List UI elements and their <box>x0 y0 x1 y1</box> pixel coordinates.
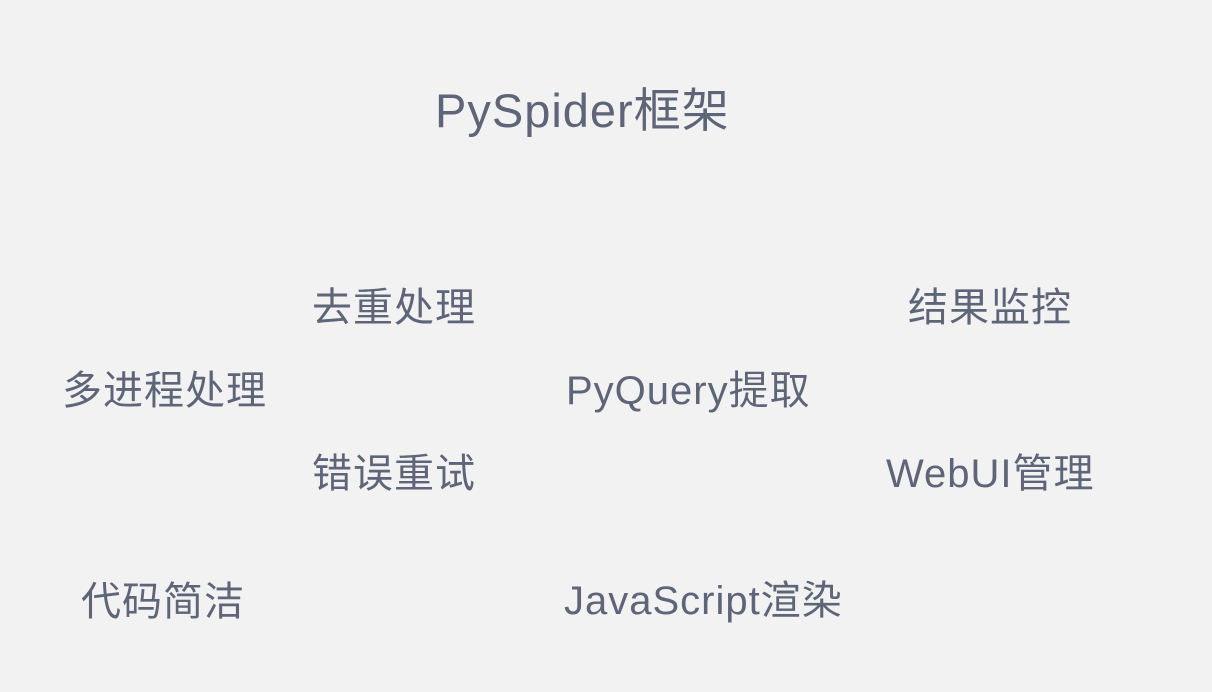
feature-label-result-monitor: 结果监控 <box>908 286 1072 330</box>
slide-title: PySpider框架 <box>435 84 730 137</box>
feature-label-error-retry: 错误重试 <box>312 452 476 496</box>
feature-label-concise-code: 代码简洁 <box>81 580 245 624</box>
feature-label-webui-manage: WebUI管理 <box>886 452 1095 496</box>
feature-label-multiprocess: 多进程处理 <box>62 369 267 413</box>
feature-label-javascript-render: JavaScript渲染 <box>564 579 843 623</box>
feature-label-dedup: 去重处理 <box>312 286 476 330</box>
feature-label-pyquery-extract: PyQuery提取 <box>566 369 811 413</box>
